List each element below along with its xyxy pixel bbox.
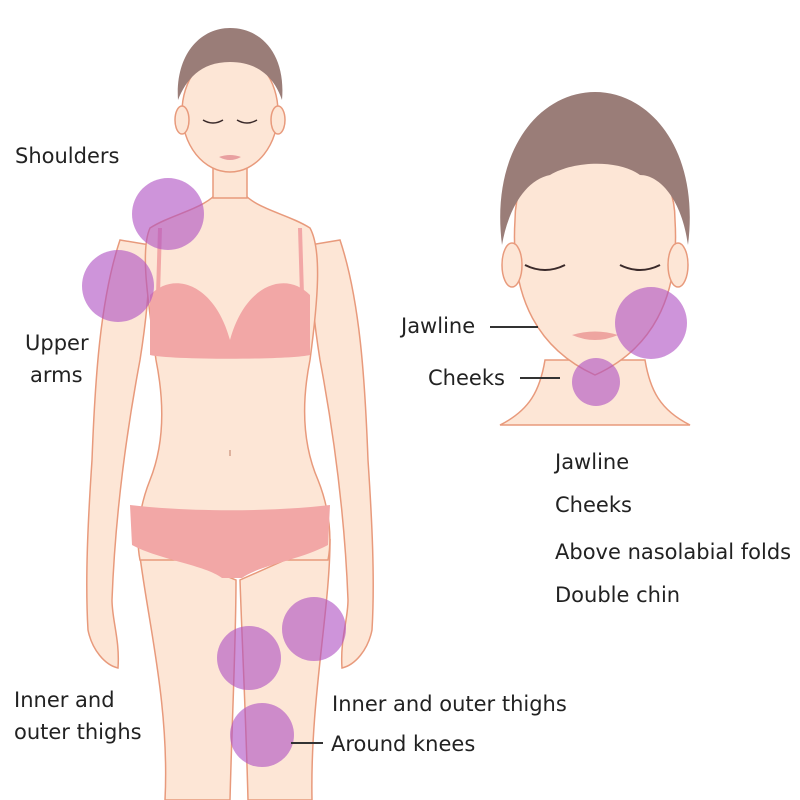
briefs (130, 505, 330, 578)
upper-arm-highlight (82, 250, 154, 322)
inner-thigh-highlight (217, 626, 281, 690)
hair (177, 28, 283, 100)
label-upper-arms-line1: Upper (25, 331, 89, 355)
jawline-leader-line (490, 326, 538, 328)
knees-leader-line (291, 742, 323, 744)
label-cheeks: Cheeks (428, 366, 505, 390)
area-list-item: Jawline (555, 450, 630, 474)
area-list-item: Double chin (555, 583, 681, 607)
label-shoulders: Shoulders (15, 144, 120, 168)
cheek-highlight (615, 287, 687, 359)
label-upper-arms-line2: arms (30, 363, 83, 387)
shoulder-highlight (132, 178, 204, 250)
cheeks-leader-line (520, 377, 560, 379)
label-thighs-left-line1: Inner and (14, 688, 115, 712)
label-thighs-right: Inner and outer thighs (332, 692, 567, 716)
outer-thigh-highlight (282, 597, 346, 661)
knee-highlight (230, 703, 294, 767)
full-body-figure (86, 51, 374, 800)
area-list-item: Cheeks (555, 493, 632, 517)
area-list-item: Above nasolabial folds (555, 540, 792, 564)
label-jawline: Jawline (401, 314, 476, 338)
label-thighs-left-line2: outer thighs (14, 720, 142, 744)
chin-highlight (572, 358, 620, 406)
bra (150, 283, 310, 359)
face-hair (500, 92, 690, 245)
label-knees: Around knees (331, 732, 476, 756)
